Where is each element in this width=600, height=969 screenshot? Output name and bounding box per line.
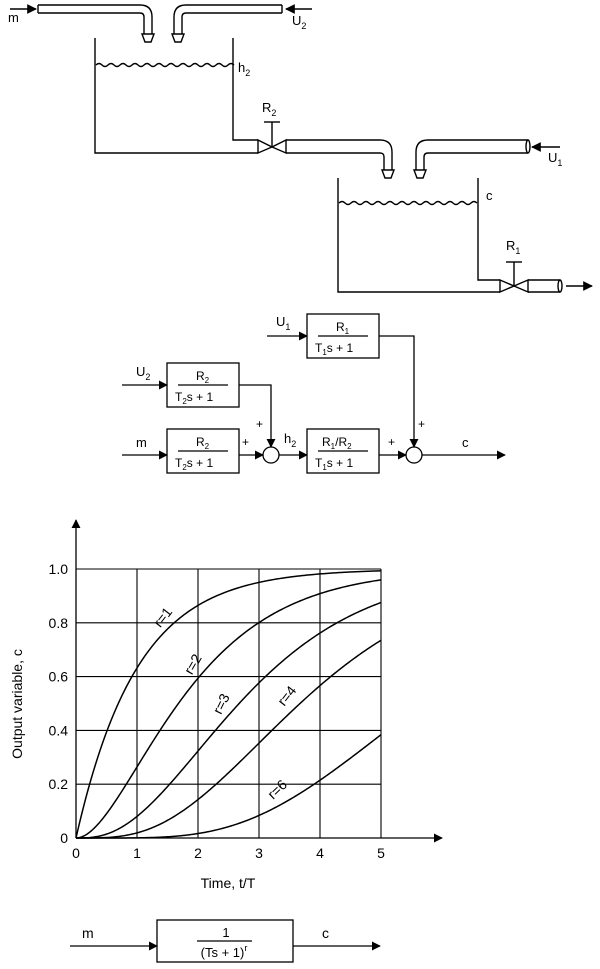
x-tick-label: 2: [194, 845, 202, 861]
bd-label-u1: U1: [276, 314, 290, 332]
series-line-r3: [76, 601, 382, 839]
label-h2: h2: [238, 60, 250, 78]
tf-m-num: R2: [196, 435, 210, 451]
plus-sign: +: [418, 417, 425, 431]
label-u1: U1: [548, 150, 562, 168]
label-r1: R1: [506, 238, 520, 256]
valve-r2: [257, 138, 287, 155]
y-tick-label: 0.4: [49, 722, 69, 738]
tank-system: [37, 4, 563, 294]
valve-r1: [499, 278, 529, 294]
bottom-block: [70, 919, 381, 963]
series-line-r2: [75, 579, 382, 839]
series-line-r1: [75, 570, 382, 839]
label-u2: U2: [292, 13, 306, 31]
tf-h2-den: T1s + 1: [315, 456, 353, 472]
label-m: m: [8, 10, 19, 25]
tf-u2-den: T2s + 1: [175, 390, 213, 406]
y-tick-label: 0.6: [49, 669, 69, 685]
label-c-tank: c: [486, 188, 493, 203]
plus-sign: +: [256, 417, 263, 431]
bd-label-m: m: [136, 435, 147, 450]
series-line-r6: [76, 734, 382, 839]
chart-series: [75, 570, 382, 839]
sum-junction-1: [262, 446, 280, 464]
series-line-r4: [76, 639, 382, 839]
pipe-u1: [415, 139, 528, 170]
tank-labels: m U2 h2 R2 U1 c R1: [8, 10, 562, 256]
tf-u1-num: R1: [336, 320, 350, 336]
block-labels: U1 U2 m h2 c + + + + R1 T1s + 1 R2 T2s +…: [136, 314, 469, 472]
sum-junction-2: [405, 446, 423, 464]
bd-label-h2: h2: [284, 431, 296, 449]
tf-u1-den: T1s + 1: [315, 341, 353, 357]
liquid-surface-2: [95, 62, 235, 68]
tf-u2-num: R2: [196, 369, 210, 385]
pipe-u2: [173, 4, 282, 34]
plus-sign: +: [242, 435, 249, 449]
tank-2: [94, 38, 258, 154]
series-label: r=3: [209, 691, 233, 717]
pipe-m: [38, 4, 153, 34]
x-axis-label: Time, t/T: [201, 875, 256, 891]
x-tick-label: 1: [133, 845, 141, 861]
bottom-tf-num: 1: [222, 925, 229, 940]
x-tick-label: 3: [255, 845, 263, 861]
bd-label-c: c: [462, 435, 469, 450]
bd-label-u2: U2: [136, 364, 150, 382]
series-label: r=4: [274, 682, 299, 708]
liquid-surface-1: [338, 200, 478, 206]
series-label: r=2: [181, 651, 205, 677]
tf-m-den: T2s + 1: [175, 456, 213, 472]
tf-h2-num: R1/R2: [322, 435, 352, 451]
block-diagram: [122, 313, 506, 474]
label-r2: R2: [262, 100, 276, 118]
y-tick-label: 0: [60, 830, 68, 846]
y-axis-label: Output variable, c: [9, 649, 25, 759]
bottom-in-label: m: [82, 925, 94, 941]
tank-1: [337, 178, 500, 293]
bottom-block-labels: m c 1 (Ts + 1)r: [82, 925, 329, 960]
block-lag: [156, 919, 294, 963]
chart-tick-labels: 0 1 2 3 4 5 0 0.2 0.4 0.6 0.8 1.0: [49, 561, 386, 861]
x-tick-label: 0: [72, 845, 80, 861]
y-tick-label: 1.0: [49, 561, 69, 577]
series-label: r=6: [264, 776, 290, 802]
plus-sign: +: [388, 435, 395, 449]
y-tick-label: 0.2: [49, 776, 69, 792]
bottom-out-label: c: [322, 925, 329, 941]
y-tick-label: 0.8: [49, 615, 69, 631]
bottom-tf-den: (Ts + 1)r: [201, 943, 248, 960]
x-tick-label: 4: [316, 845, 324, 861]
x-tick-label: 5: [377, 845, 385, 861]
